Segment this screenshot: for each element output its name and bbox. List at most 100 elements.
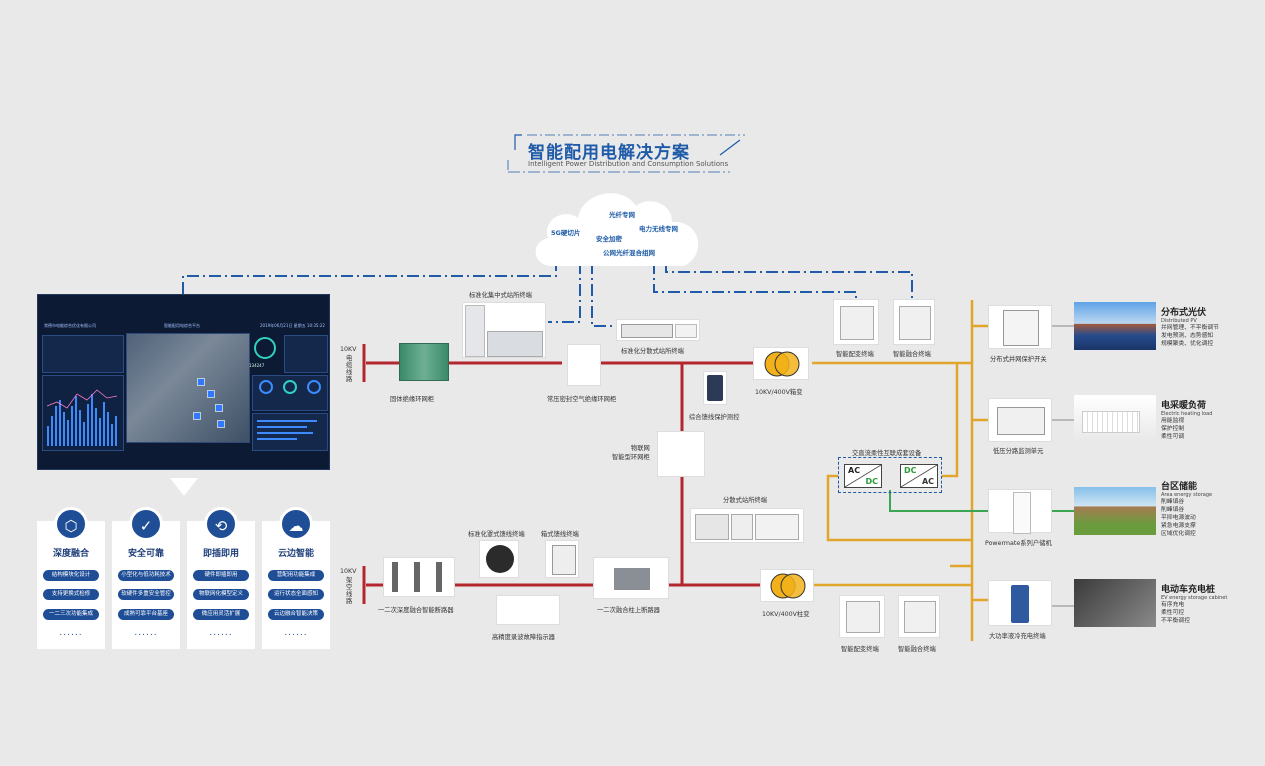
pv-protect-switch-image	[988, 305, 1052, 349]
home-storage-label: Powermate系列户储机	[985, 540, 1052, 547]
feature-more: ......	[59, 628, 83, 638]
dashboard-panel-bars	[42, 375, 124, 451]
box-feeder-terminal-label: 箱式馈线终端	[541, 531, 579, 538]
ev-charger-image	[988, 580, 1052, 626]
shield-check-icon: ✓	[129, 507, 163, 541]
acdc-converter-left: AC DC	[844, 464, 882, 488]
iot-ring-cabinet-label: 物联网 智能型环网柜	[612, 445, 650, 461]
right-block-pv: 分布式光伏 Distributed PV 并网管理、不平衡调节 发电预测、态势感…	[1161, 305, 1219, 348]
dashboard-panel-rings	[252, 375, 328, 411]
right-block-item: 不平衡调控	[1161, 618, 1190, 624]
right-block-item: 有序充电	[1161, 602, 1185, 608]
std-feeder-terminal-image	[479, 540, 519, 578]
feature-card-title: 深度融合	[52, 549, 89, 559]
pv-photo	[1074, 302, 1156, 350]
smart-fusion-terminal-top-image	[893, 299, 935, 345]
std-feeder-terminal-label: 标准化罩式馈线终端	[468, 531, 525, 538]
dashboard-gauge	[254, 337, 276, 359]
feature-pill: 一二三次功能集成	[43, 609, 99, 620]
smart-dist-terminal-bottom-image	[839, 595, 885, 638]
smart-fusion-terminal-top-label: 智能融合终端	[893, 351, 931, 358]
dashboard-panel-stats	[42, 335, 124, 373]
cloud-item-5g: 5G硬切片	[551, 229, 581, 237]
cloud-network-icon: ☁	[279, 507, 313, 541]
dashboard-map	[126, 333, 250, 443]
cloud-icon	[535, 193, 699, 266]
heating-photo	[1074, 395, 1156, 443]
page-subtitle: Intelligent Power Distribution and Consu…	[528, 160, 729, 168]
cloud-item-hybrid: 公网光纤混合组网	[603, 249, 655, 257]
feature-pill: 微应用灵活扩展	[193, 609, 249, 620]
dashboard-screenshot: 常德市电能综合优化有限公司 智能配用电综合平台 2019年06月21日 星期五 …	[37, 294, 330, 470]
right-block-en: Distributed PV	[1161, 318, 1197, 324]
right-block-en: EV energy storage cabinet	[1161, 595, 1228, 601]
home-storage-image	[988, 489, 1052, 534]
right-block-title: 电动车充电桩	[1161, 585, 1216, 595]
right-block-item: 发电预测、态势感知	[1161, 333, 1214, 339]
feature-pill: 软硬件多重安全管控	[118, 589, 174, 600]
cable-line-label: 电缆线路	[346, 355, 353, 383]
feature-pill: 营配用功能集成	[268, 570, 324, 581]
feature-pill: 硬件即插即用	[193, 570, 249, 581]
communication-lines	[182, 262, 913, 327]
dashboard-platform: 智能配用电综合平台	[164, 323, 200, 328]
dashboard-org: 常德市电能综合优化有限公司	[44, 323, 96, 328]
feeder-protect-label: 综合馈线保护测控	[689, 414, 740, 421]
acdc-converter-right: DC AC	[900, 464, 938, 488]
acdc-right-bottom: AC	[921, 477, 934, 486]
box-transformer-image	[753, 347, 809, 380]
box-feeder-terminal-image	[545, 540, 579, 578]
right-block-title: 台区储能	[1161, 482, 1198, 492]
right-block-item: 区域优化调控	[1161, 531, 1196, 537]
feature-pill: 小型化与低功耗技术	[118, 570, 174, 581]
feature-pill: 物联网化模型定义	[193, 589, 249, 600]
pole-switch-image	[593, 557, 669, 599]
gas-ring-cabinet-label: 常压密封空气绝缘环网柜	[547, 396, 617, 403]
iot-ring-cabinet-image	[657, 431, 705, 477]
std-distributed-ftu-image	[616, 319, 700, 341]
distributed-ftu-image	[690, 508, 804, 543]
feature-pill: 结构模块化设计	[43, 570, 99, 581]
pole-transformer-image	[760, 569, 814, 602]
page-title: 智能配用电解决方案	[528, 143, 690, 163]
right-block-item: 并网管理、不平衡调节	[1161, 325, 1219, 331]
feature-pill: 成熟可靠平台基座	[118, 609, 174, 620]
plug-icon: ⟲	[204, 507, 238, 541]
feature-pill: 运行状态全面感知	[268, 589, 324, 600]
right-block-item: 保护控制	[1161, 426, 1185, 432]
acdc-left-top: AC	[848, 466, 861, 475]
feature-card-plug-play: ⟲ 即插即用 硬件即插即用 物联网化模型定义 微应用灵活扩展 ......	[187, 507, 255, 649]
std-distributed-ftu-label: 标准化分散式站所终端	[621, 348, 684, 355]
right-block-item: 柔性可控	[1161, 610, 1185, 616]
low-branch-monitor-image	[988, 398, 1052, 442]
smart-dist-terminal-bottom-label: 智能配变终端	[841, 646, 879, 653]
acdc-left-bottom: DC	[865, 477, 878, 486]
right-block-item: 削峰填谷	[1161, 507, 1185, 513]
fault-indicator-label: 高精度录波故障指示器	[492, 634, 555, 641]
feature-card-cloud-edge: ☁ 云边智能 营配用功能集成 运行状态全面感知 云边融合智能决策 ......	[262, 507, 330, 649]
feature-card-safety: ✓ 安全可靠 小型化与低功耗技术 软硬件多重安全管控 成熟可靠平台基座 ....…	[112, 507, 180, 649]
right-block-heating: 电采暖负荷 Electric heating load 用能监视 保护控制 柔性…	[1161, 398, 1212, 441]
feature-more: ......	[134, 628, 158, 638]
bolt-hex-icon: ⬡	[54, 507, 88, 541]
smart-dist-terminal-top-label: 智能配变终端	[836, 351, 874, 358]
fault-indicator-image	[496, 595, 560, 625]
acdc-device-label: 交直流柔性互联成套设备	[852, 450, 922, 457]
cloud-item-wireless: 电力无线专网	[639, 225, 678, 233]
dashboard-panel-list	[252, 413, 328, 451]
right-block-item: 平抑电源波动	[1161, 515, 1196, 521]
pole-transformer-label: 10KV/400V柱变	[762, 611, 810, 618]
feature-card-title: 安全可靠	[127, 549, 164, 559]
box-transformer-label: 10KV/400V箱变	[755, 389, 803, 396]
right-block-item: 用能监视	[1161, 418, 1185, 424]
cloud-item-fiber: 光纤专网	[609, 211, 635, 219]
right-block-en: Electric heating load	[1161, 411, 1213, 417]
gold-feeder-lines	[812, 300, 988, 641]
acdc-device-frame	[838, 457, 942, 493]
distributed-ftu-label: 分散式站所终端	[723, 497, 768, 504]
std-central-ftu-label: 标准化集中式站所终端	[469, 292, 532, 299]
feature-pill: 支持更换式检修	[43, 589, 99, 600]
overhead-line-label: 架空线路	[346, 577, 353, 605]
feature-more: ......	[209, 628, 233, 638]
dashboard-panel-right-top	[284, 335, 328, 373]
